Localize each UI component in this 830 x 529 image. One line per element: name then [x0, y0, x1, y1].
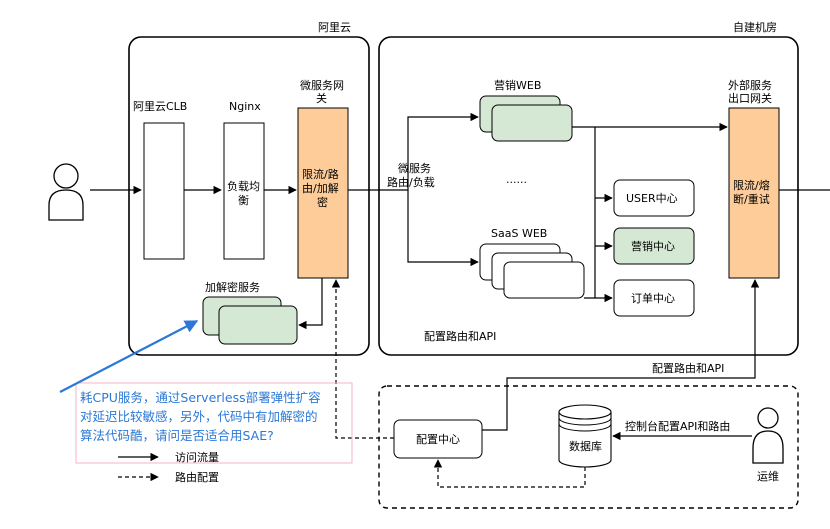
config-route-api-label-2: 配置路由和API	[652, 361, 724, 375]
saas-web-label: SaaS WEB	[491, 227, 547, 240]
ops-label: 运维	[757, 470, 779, 483]
aliyun-region-label: 阿里云	[318, 21, 351, 34]
ext-gateway-box-text-1: 限流/熔	[733, 178, 770, 192]
ext-gateway-box	[728, 107, 780, 279]
gateway-box	[297, 107, 349, 279]
edge-to-marketing-web	[407, 112, 479, 190]
crypto-service-label: 加解密服务	[205, 280, 260, 294]
route-label-1: 微服务	[398, 161, 431, 175]
marketing-web-label: 营销WEB	[494, 78, 541, 92]
edge-gateway-crypto	[298, 278, 323, 330]
idc-region-label: 自建机房	[733, 20, 777, 34]
user-center-box	[613, 179, 695, 217]
config-center-box	[393, 419, 483, 459]
nginx-box-text-2: 衡	[238, 194, 249, 207]
nginx-box	[223, 122, 265, 260]
edge-database-config	[433, 459, 586, 488]
edge-to-saas-web	[407, 190, 479, 267]
gateway-title-2: 关	[316, 91, 327, 105]
edge-config-ext-gateway	[482, 279, 760, 431]
database-icon	[558, 404, 612, 468]
callout-line-2: 对延迟比较敏感，另外，代码中有加解密的	[80, 409, 318, 424]
user-center-label: USER中心	[626, 192, 678, 205]
ops-user-icon	[752, 407, 784, 464]
config-center-label: 配置中心	[416, 433, 460, 446]
gateway-box-text-2: 由/加解	[302, 181, 339, 195]
order-center-box	[613, 279, 695, 317]
gateway-box-text-1: 限流/路	[302, 167, 339, 181]
order-center-label: 订单中心	[631, 292, 675, 305]
marketing-center-label: 营销中心	[631, 239, 675, 253]
marketing-web-box-2	[491, 104, 573, 142]
legend-route-config: 路由配置	[175, 470, 219, 484]
config-route-api-label: 配置路由和API	[424, 329, 496, 343]
idc-region	[378, 36, 799, 356]
callout-line-1: 耗CPU服务，通过Serverless部署弹性扩容	[80, 390, 321, 405]
legend-access-traffic: 访问流量	[175, 450, 219, 464]
marketing-center-box	[613, 227, 695, 265]
gateway-box-text-3: 密	[317, 195, 328, 209]
callout-line-3: 算法代码酷，请问是否适合用SAE?	[80, 428, 274, 443]
gateway-title-1: 微服务网	[300, 78, 344, 92]
config-region	[378, 385, 799, 509]
aliyun-region	[128, 36, 370, 356]
saas-web-box-3	[503, 261, 585, 299]
route-label-2: 路由/负载	[387, 175, 435, 189]
database-label: 数据库	[569, 439, 602, 453]
nginx-label: Nginx	[229, 100, 261, 113]
crypto-service-box-front	[218, 305, 298, 345]
callout-box	[75, 382, 353, 464]
ext-gateway-box-text-2: 断/重试	[733, 192, 770, 206]
callout-pointer	[59, 320, 199, 393]
nginx-box-text-1: 负载均	[227, 179, 260, 193]
user-icon	[48, 163, 84, 221]
console-config-label: 控制台配置API和路由	[625, 419, 730, 433]
edge-config-gateway	[331, 279, 394, 439]
clb-box	[143, 122, 185, 260]
ext-gateway-title-1: 外部服务	[728, 78, 772, 92]
ellipsis: ......	[506, 173, 527, 186]
ext-gateway-title-2: 出口网关	[728, 91, 772, 105]
clb-label: 阿里云CLB	[133, 100, 187, 113]
